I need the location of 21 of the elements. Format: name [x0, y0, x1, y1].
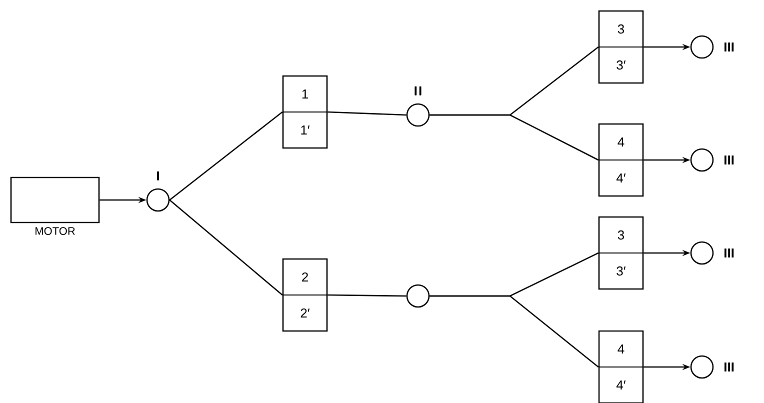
- connector: [430, 114, 599, 161]
- node-label: II: [414, 86, 422, 96]
- gear-box: 2 2′: [282, 258, 328, 332]
- connector: [169, 111, 283, 200]
- gear-box: 1 1′: [282, 75, 328, 149]
- motor-box: MOTOR: [10, 176, 100, 235]
- node-label: III: [724, 42, 734, 52]
- node-label: III: [724, 362, 734, 372]
- node-label: III: [724, 248, 734, 258]
- shaft-circle: [406, 284, 430, 308]
- connector: [328, 111, 406, 116]
- gear-box: 4 4′: [598, 330, 644, 403]
- node-label: I: [157, 171, 159, 180]
- gear-box: 4 4′: [598, 123, 644, 197]
- node-label: III: [724, 156, 734, 164]
- node-label: MOTOR: [36, 227, 75, 235]
- gear-box: 3 3′: [598, 10, 644, 84]
- connector: [328, 294, 406, 297]
- connector: [169, 200, 283, 296]
- connector: [430, 295, 599, 368]
- gear-box: 3 3′: [598, 216, 644, 290]
